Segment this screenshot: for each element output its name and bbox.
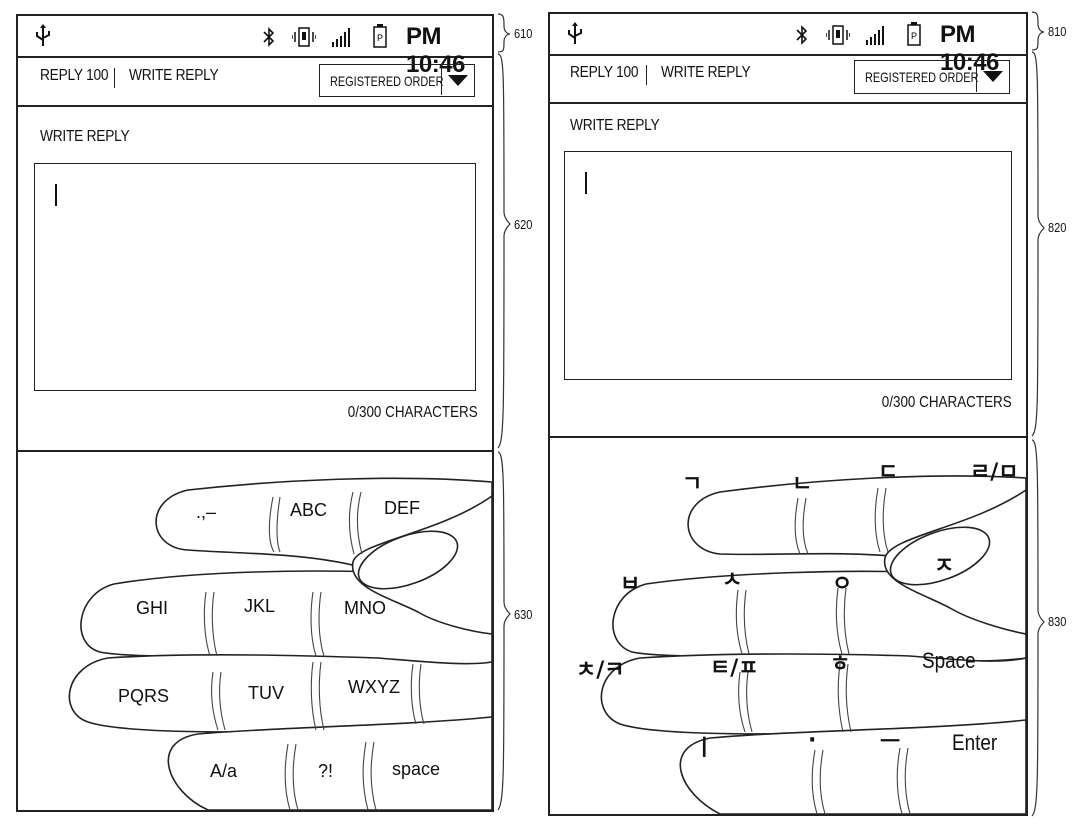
ref-label-610: 610 (514, 26, 533, 41)
key-rieul-mieum[interactable]: ㄹ/ㅁ (970, 460, 1019, 485)
hand-keyboard-illustration (68, 477, 493, 811)
left-phone-screen: P PM 10:46 REPLY 100 WRITE REPLY REGISTE… (16, 14, 494, 812)
key-hieut[interactable]: ㅎ (830, 652, 851, 677)
finger-little (167, 716, 493, 811)
section-title: WRITE REPLY (40, 128, 130, 145)
tab-reply-count[interactable]: REPLY 100 (570, 64, 639, 81)
text-caret (585, 172, 587, 194)
finger-little (679, 719, 1027, 815)
reply-text-area[interactable] (564, 151, 1012, 380)
sort-order-select[interactable]: REGISTERED ORDER (319, 64, 475, 97)
sort-order-dropdown[interactable] (441, 65, 474, 95)
ref-label-830: 830 (1048, 614, 1067, 629)
key-bieup[interactable]: ㅂ (620, 572, 641, 597)
key-giyeok[interactable]: ㄱ (682, 472, 703, 497)
vibrate-icon (826, 25, 850, 45)
right-phone-screen: P PM 10:46 REPLY 100 WRITE REPLY REGISTE… (548, 12, 1028, 816)
key-def[interactable]: DEF (384, 498, 420, 518)
key-digeut[interactable]: ㄷ (878, 460, 899, 485)
dropdown-arrow-icon (448, 75, 468, 86)
sort-order-dropdown[interactable] (976, 61, 1009, 92)
ref-label-630: 630 (514, 607, 533, 622)
key-mno[interactable]: MNO (344, 598, 386, 618)
signal-icon (332, 28, 350, 47)
key-space[interactable]: Space (922, 648, 976, 673)
tab-divider (114, 68, 115, 88)
reply-text-area[interactable] (34, 163, 476, 391)
keyboard-divider (550, 436, 1026, 438)
header-divider (18, 105, 492, 107)
character-counter: 0/300 CHARACTERS (348, 404, 478, 421)
key-symbols[interactable]: ?! (318, 761, 334, 781)
tab-reply-count[interactable]: REPLY 100 (40, 67, 109, 84)
key-dot-vowel[interactable]: · (808, 728, 817, 753)
status-bar: P PM 10:46 (550, 14, 1026, 76)
key-wxyz[interactable]: WXYZ (348, 677, 400, 697)
sort-order-label: REGISTERED ORDER (865, 69, 979, 85)
key-siot[interactable]: ㅅ (722, 568, 743, 593)
keyboard-divider (18, 450, 492, 452)
vibrate-icon (292, 27, 316, 47)
usb-icon (568, 22, 582, 44)
svg-text:P: P (377, 33, 383, 43)
sort-order-select[interactable]: REGISTERED ORDER (854, 60, 1010, 94)
right-reference-braces (1031, 11, 1045, 817)
status-bar: P PM 10:46 (18, 16, 492, 78)
key-jieut[interactable]: ㅈ (934, 554, 955, 579)
ref-label-810: 810 (1048, 24, 1067, 39)
bluetooth-icon (263, 27, 275, 47)
sort-order-label: REGISTERED ORDER (330, 73, 444, 89)
ref-label-820: 820 (1048, 220, 1067, 235)
section-title: WRITE REPLY (570, 117, 660, 134)
character-counter: 0/300 CHARACTERS (882, 394, 1012, 411)
key-shift[interactable]: A/a (210, 761, 238, 781)
key-enter[interactable]: Enter (952, 730, 998, 755)
key-ghi[interactable]: GHI (136, 598, 169, 618)
tab-divider (646, 65, 647, 85)
key-i-vowel[interactable]: ㅣ (694, 736, 715, 761)
key-chieut-kieuk[interactable]: ㅊ/ㅋ (576, 658, 625, 683)
key-nieun[interactable]: ㄴ (792, 472, 813, 497)
key-ieung[interactable]: ㅇ (832, 572, 853, 597)
thumb-nail (357, 530, 459, 590)
hand-keyboard-illustration (600, 475, 1027, 815)
key-tieut-pieup[interactable]: ㅌ/ㅍ (710, 656, 759, 681)
tab-write-reply[interactable]: WRITE REPLY (661, 64, 751, 81)
bluetooth-icon (796, 25, 808, 45)
key-abc[interactable]: ABC (290, 500, 328, 520)
key-eu-vowel[interactable]: ㅡ (880, 730, 901, 755)
usb-icon (36, 24, 50, 46)
key-space[interactable]: space (392, 759, 441, 779)
header-divider (550, 102, 1026, 104)
svg-text:P: P (911, 31, 917, 41)
tab-write-reply[interactable]: WRITE REPLY (129, 67, 219, 84)
key-punctuation[interactable]: .,– (196, 502, 217, 522)
key-jkl[interactable]: JKL (244, 596, 276, 616)
ref-label-620: 620 (514, 217, 533, 232)
left-reference-braces (497, 13, 511, 811)
signal-icon (866, 26, 884, 45)
thumb-nail (889, 526, 991, 586)
battery-icon: P (373, 24, 387, 48)
battery-icon: P (907, 22, 921, 46)
key-pqrs[interactable]: PQRS (118, 686, 170, 706)
text-caret (55, 184, 57, 206)
key-tuv[interactable]: TUV (248, 683, 284, 703)
dropdown-arrow-icon (983, 71, 1003, 82)
